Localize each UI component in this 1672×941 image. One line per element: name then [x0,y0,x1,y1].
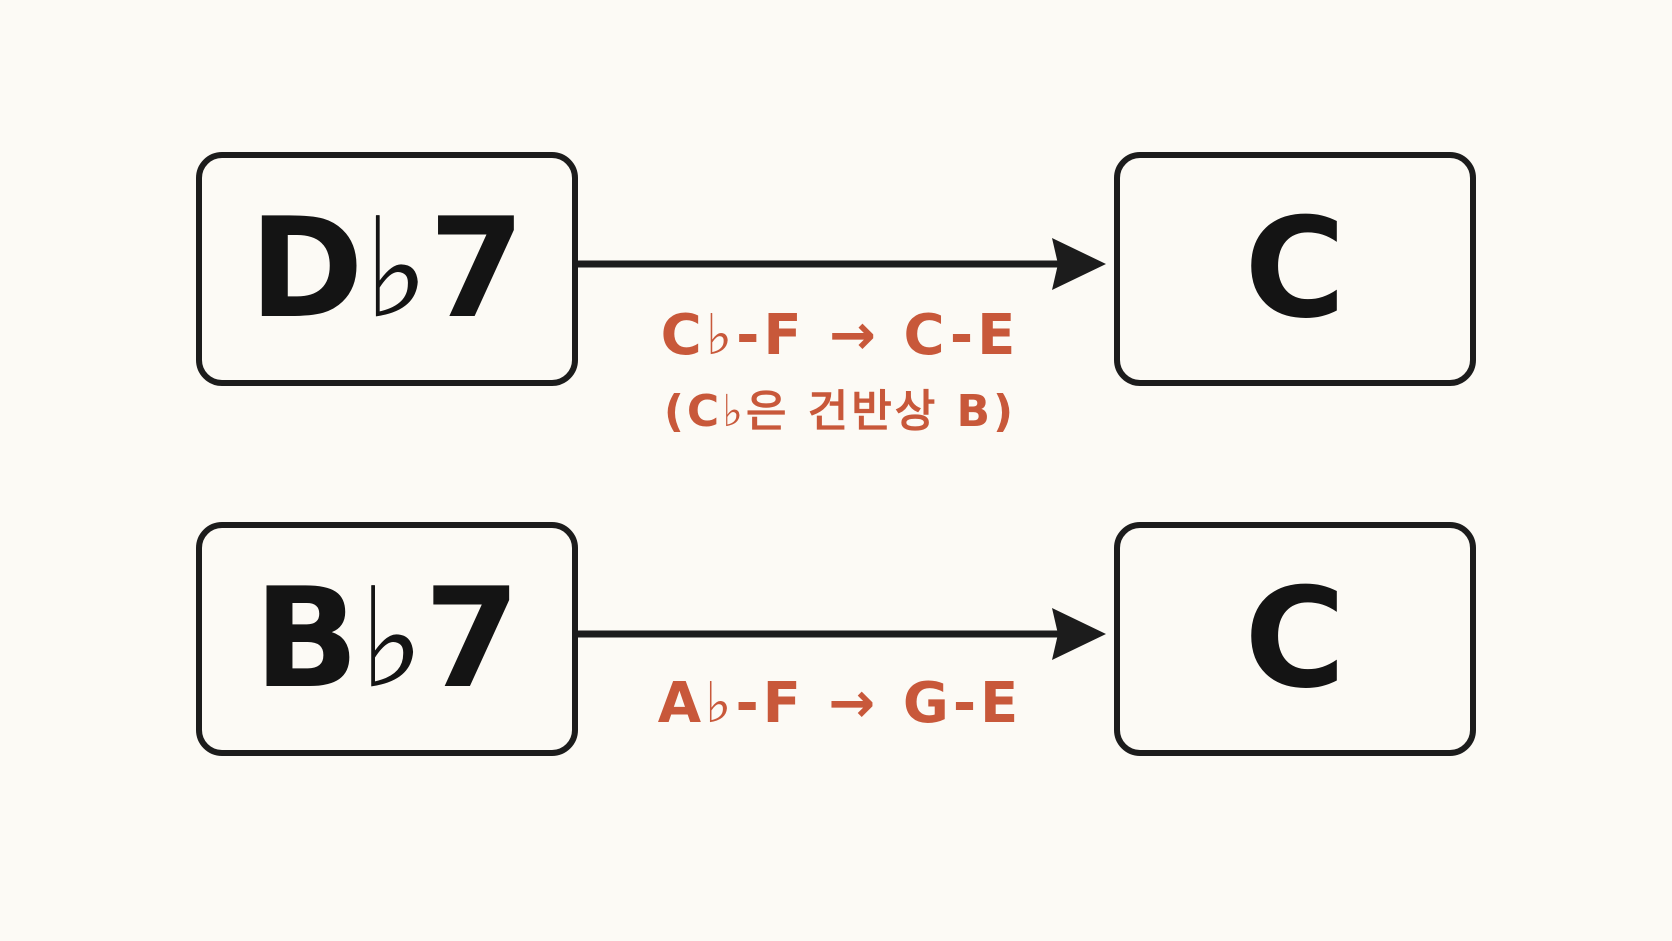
target-chord-label-2: C [1244,558,1346,719]
arrow-row-2 [578,608,1106,660]
source-chord-box-2: B♭7 [196,522,578,756]
source-chord-label-1: D♭7 [249,188,525,349]
target-chord-label-1: C [1244,188,1346,349]
source-chord-label-2: B♭7 [253,558,521,719]
arrow-row-1 [578,238,1106,290]
target-chord-box-1: C [1114,152,1476,386]
resolution-annotation-1: C♭-F → C-E [660,303,1020,368]
target-chord-box-2: C [1114,522,1476,756]
source-chord-box-1: D♭7 [196,152,578,386]
resolution-note-1: (C♭은 건반상 B) [663,386,1017,437]
resolution-annotation-2: A♭-F → G-E [657,671,1023,736]
